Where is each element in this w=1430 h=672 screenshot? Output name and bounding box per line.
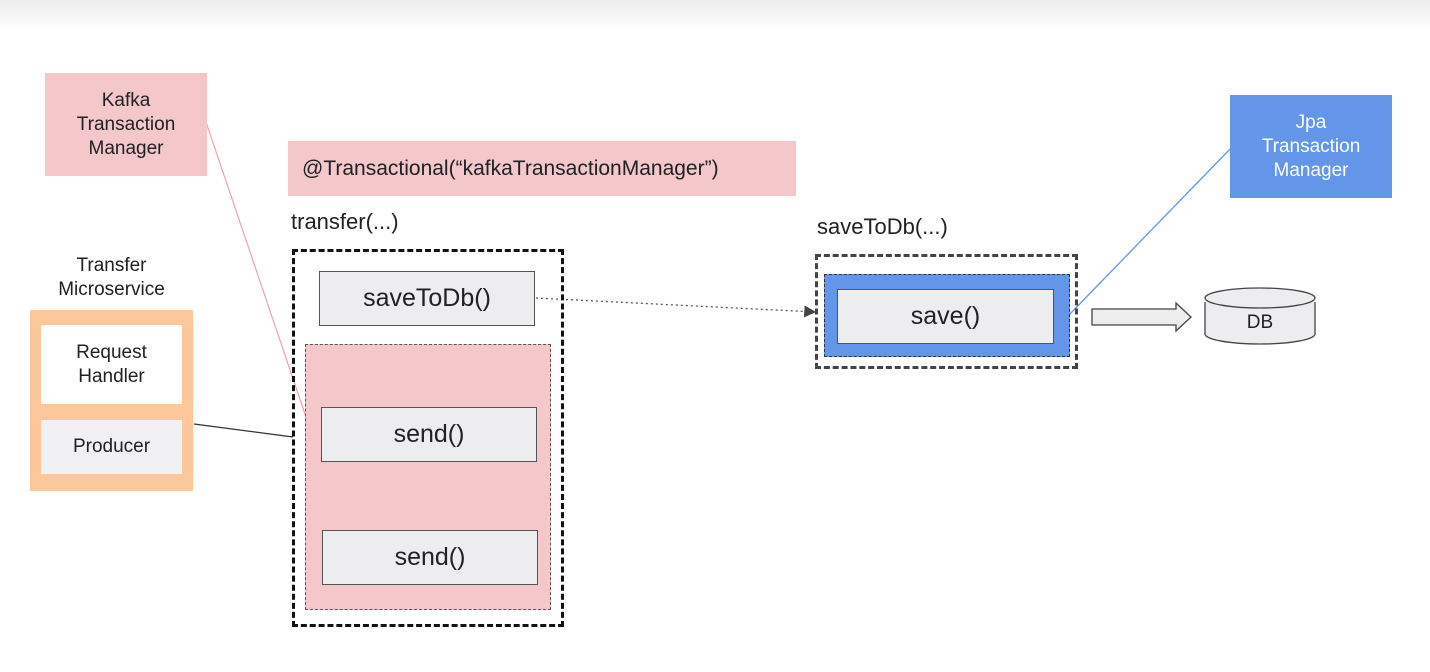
transactional-annotation: @Transactional(“kafkaTransactionManager”… <box>288 141 796 196</box>
annotation-text: @Transactional(“kafkaTransactionManager”… <box>302 156 719 180</box>
savetodb-call-box: saveToDb() <box>319 271 535 326</box>
jpa-manager-label: Jpa Transaction Manager <box>1261 111 1361 181</box>
jpa-manager-connector <box>1067 146 1233 317</box>
request-handler-box: Request Handler <box>41 325 182 404</box>
savetodb-method-boundary <box>815 254 1078 369</box>
transfer-method-label: transfer(...) <box>291 209 399 234</box>
save-call-label: save() <box>910 302 981 330</box>
send-call-label-1: send() <box>393 420 465 448</box>
microservice-title: Transfer Microservice <box>58 255 165 300</box>
kafka-transaction-manager-note: Kafka Transaction Manager <box>45 73 207 176</box>
kafka-manager-connector <box>205 121 308 421</box>
top-shadow <box>0 0 1430 30</box>
savetodb-method-label: saveToDb(...) <box>817 214 948 239</box>
savetodb-call-arrow <box>535 297 817 318</box>
database-cylinder <box>1204 287 1316 345</box>
database-label: DB <box>1246 312 1274 333</box>
send-call-label-2: send() <box>394 543 466 571</box>
db-arrow <box>1091 301 1192 333</box>
kafka-manager-label: Kafka Transaction Manager <box>76 89 176 159</box>
save-call-box: save() <box>837 289 1054 344</box>
jpa-transaction-manager-note: Jpa Transaction Manager <box>1230 95 1392 198</box>
savetodb-call-label: saveToDb() <box>363 284 491 312</box>
transfer-method-boundary <box>292 249 564 627</box>
producer-box: Producer <box>41 420 182 474</box>
send-call-box-2: send() <box>322 530 538 585</box>
send-call-box-1: send() <box>321 407 537 462</box>
producer-connector <box>193 423 294 438</box>
